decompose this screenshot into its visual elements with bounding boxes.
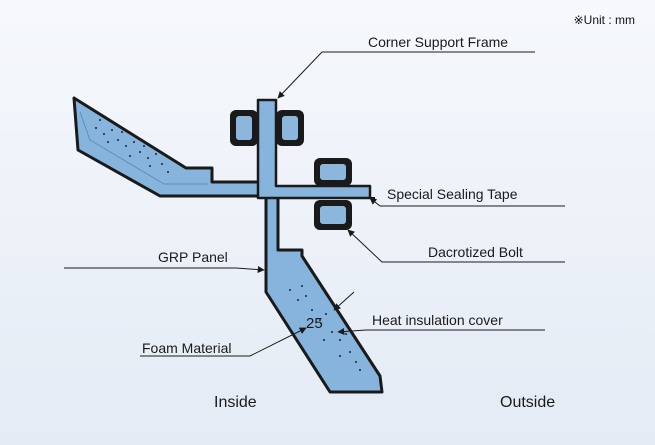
label-grp-panel: GRP Panel [158,249,228,265]
unit-note: ※Unit : mm [573,13,635,27]
region-outside: Outside [500,394,556,411]
label-foam-material: Foam Material [142,340,232,356]
leader-lines [64,51,565,357]
lower-foam-dots [289,285,361,371]
label-dacrotized-bolt: Dacrotized Bolt [428,244,523,260]
upper-foam-dots [95,119,169,173]
bolt-middle [314,158,352,186]
bolt-bottom [314,200,352,230]
label-special-sealing-tape: Special Sealing Tape [387,186,518,202]
region-inside: Inside [214,394,257,411]
bolt-top-left [230,110,258,146]
label-thickness: 25 [306,315,323,332]
lower-grp-panel [264,194,384,394]
bolt-top-right [276,110,304,146]
corner-support-frame [256,98,372,200]
label-corner-support-frame: Corner Support Frame [368,34,509,50]
label-heat-insulation-cover: Heat insulation cover [372,312,503,328]
